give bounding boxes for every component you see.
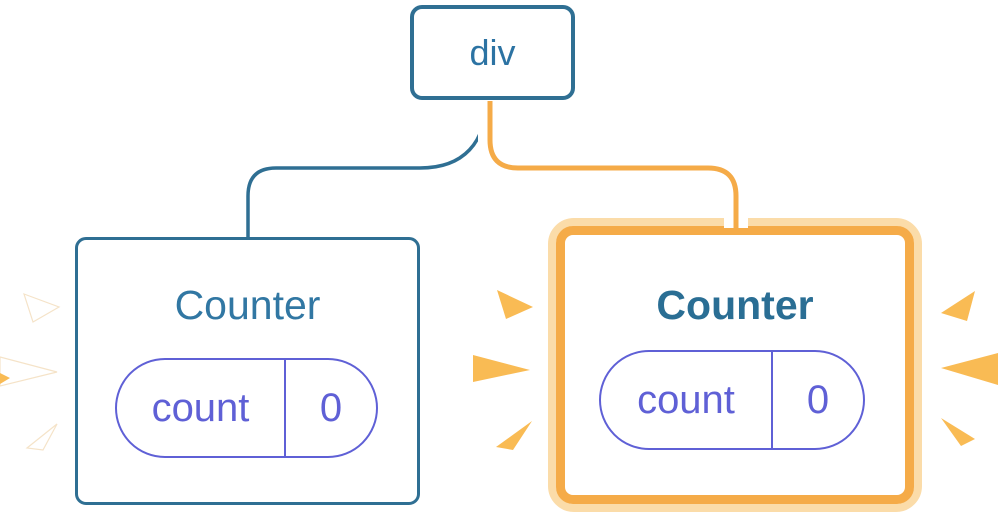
root-node: div: [410, 5, 575, 100]
connector-right-casing: [478, 101, 748, 228]
sparkle-orange-bottom-left: [496, 421, 532, 450]
counter-title: Counter: [174, 282, 321, 328]
sparkle-group-right-counter-left: [473, 290, 533, 450]
sparkle-orange-top-left: [497, 290, 533, 319]
counter-card-left: Counter count 0: [75, 237, 420, 505]
state-value: 0: [284, 360, 376, 456]
state-value: 0: [771, 352, 863, 448]
sparkle-white-middle: [0, 356, 58, 387]
connector-left-line: [246, 100, 488, 240]
sparkle-orange-bottom-right: [941, 418, 975, 446]
sparkle-white-bottom: [25, 423, 58, 451]
sparkle-orange-edge-fragment: [0, 373, 10, 384]
root-node-label: div: [469, 31, 516, 73]
counter-title: Counter: [656, 282, 814, 328]
counter-card-right: Counter count 0: [556, 226, 914, 504]
sparkle-orange-middle-left: [473, 355, 530, 382]
state-pill: count 0: [599, 350, 865, 450]
sparkle-group-right-counter-right: [941, 291, 998, 446]
sparkle-white-top: [23, 293, 61, 323]
state-key: count: [637, 377, 735, 422]
state-pill: count 0: [115, 358, 378, 458]
connector-right-line: [487, 101, 739, 228]
counter-card-right-highlight-border: Counter count 0: [548, 218, 922, 512]
sparkle-orange-middle-right: [941, 353, 998, 385]
sparkle-group-left-counter: [0, 293, 61, 451]
state-key: count: [151, 385, 250, 430]
sparkle-orange-top-right: [941, 291, 975, 321]
